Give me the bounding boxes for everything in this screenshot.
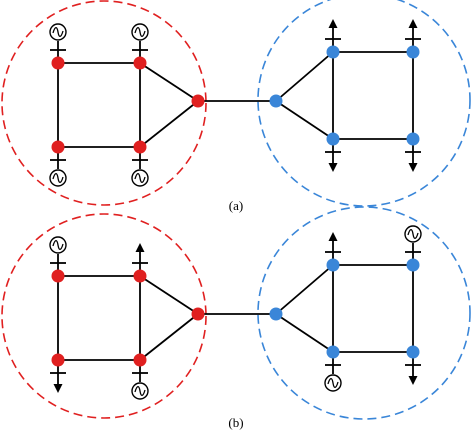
- right-bus-node: [326, 45, 340, 59]
- transmission-line: [139, 313, 199, 361]
- load-arrow-icon: [328, 232, 338, 243]
- right-bus-node: [326, 132, 340, 146]
- ac-generator-icon: [49, 23, 67, 41]
- panel-b-caption: (b): [228, 415, 243, 430]
- transmission-line: [275, 100, 334, 140]
- left-bus-node: [51, 269, 65, 283]
- ac-generator-icon: [49, 169, 67, 187]
- right-bus-node: [406, 345, 420, 359]
- load-arrow-icon: [135, 243, 145, 254]
- transmission-line: [275, 313, 334, 353]
- load-arrow-icon: [408, 19, 418, 30]
- ac-generator-icon: [324, 374, 342, 392]
- transmission-line: [275, 51, 334, 102]
- panel-b: [1, 206, 471, 420]
- left-bus-node: [133, 269, 147, 283]
- load-arrow-icon: [408, 161, 418, 172]
- panel-a-caption: (a): [229, 198, 243, 213]
- left-bus-node: [51, 140, 65, 154]
- left-bus-node: [51, 353, 65, 367]
- load-arrow-icon: [328, 19, 338, 30]
- right-bus-node: [406, 132, 420, 146]
- left-area-boundary: [1, 0, 207, 206]
- left-bus-node: [133, 56, 147, 70]
- right-area-boundary: [257, 0, 471, 207]
- left-bus-node: [133, 140, 147, 154]
- transmission-line: [275, 264, 334, 315]
- left-bus-node: [133, 353, 147, 367]
- ac-generator-icon: [404, 225, 422, 243]
- transmission-line: [139, 100, 199, 148]
- left-bus-node: [191, 307, 205, 321]
- left-bus-node: [51, 56, 65, 70]
- right-bus-node: [269, 307, 283, 321]
- right-bus-node: [406, 45, 420, 59]
- right-area-boundary: [257, 206, 471, 420]
- panel-a: [1, 0, 471, 207]
- ac-generator-icon: [49, 236, 67, 254]
- right-bus-node: [326, 345, 340, 359]
- ac-generator-icon: [131, 382, 149, 400]
- transmission-line: [139, 62, 199, 102]
- transmission-line: [139, 275, 199, 315]
- load-arrow-icon: [328, 161, 338, 172]
- ac-generator-icon: [131, 169, 149, 187]
- load-arrow-icon: [53, 382, 63, 393]
- left-bus-node: [191, 94, 205, 108]
- load-arrow-icon: [408, 374, 418, 385]
- right-bus-node: [269, 94, 283, 108]
- right-bus-node: [326, 258, 340, 272]
- ac-generator-icon: [131, 23, 149, 41]
- left-area-boundary: [1, 213, 207, 419]
- right-bus-node: [406, 258, 420, 272]
